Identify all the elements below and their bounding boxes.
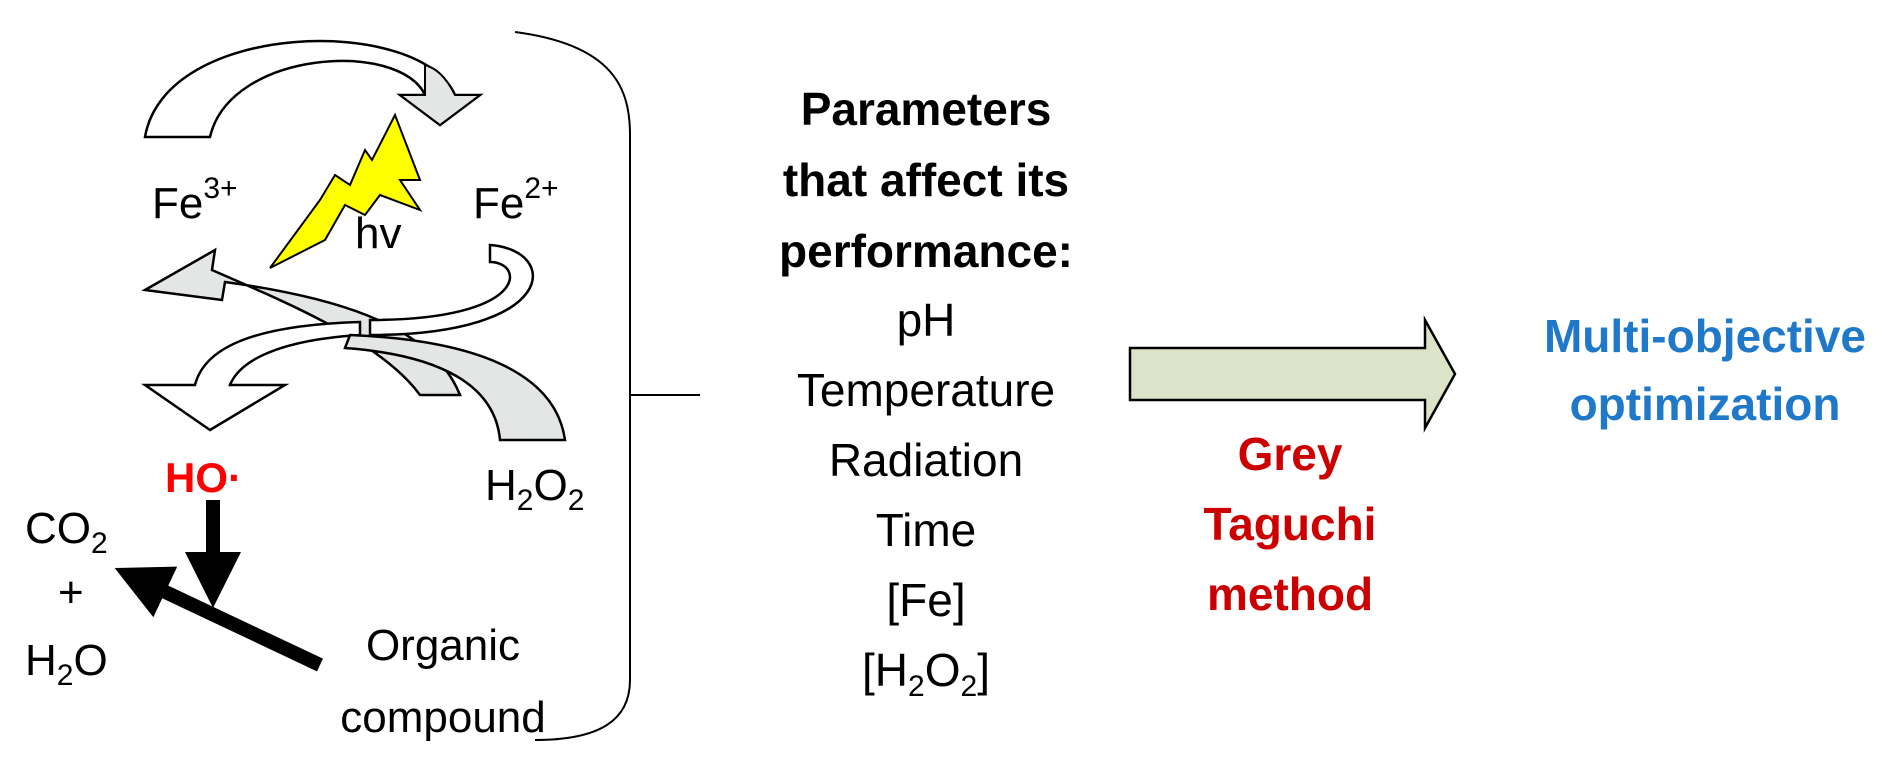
parameter-item: [Fe] — [886, 574, 965, 626]
parameter-item: Radiation — [829, 434, 1023, 486]
h2o-label: H2O — [25, 636, 108, 692]
light-label: hv — [355, 209, 401, 258]
hydroxyl-radical-label: HO· — [165, 454, 242, 501]
method-line2: Taguchi — [1204, 498, 1377, 550]
result-line1: Multi-objective — [1544, 310, 1866, 362]
parameters-heading-line2: that affect its — [783, 154, 1069, 206]
parameter-item-h2o2: [H2O2] — [862, 644, 990, 703]
result-line2: optimization — [1570, 378, 1841, 430]
fe2-curve-arrow — [368, 243, 535, 337]
parameters-heading-line3: performance: — [779, 225, 1073, 277]
h2o2-label: H2O2 — [485, 461, 584, 517]
parameter-item: Time — [876, 504, 977, 556]
plus-sign: + — [58, 568, 84, 617]
fe2-label: Fe2+ — [473, 172, 559, 228]
organic-label-line2: compound — [340, 693, 545, 742]
hydroxyl-formation-arrow — [140, 320, 362, 432]
co2-label: CO2 — [25, 504, 108, 560]
organic-to-products-arrow — [114, 566, 323, 672]
optimization-arrow — [1128, 315, 1457, 433]
fe3-label: Fe3+ — [152, 172, 238, 228]
lightning-bolt-icon — [269, 112, 423, 269]
parameter-item: pH — [897, 294, 956, 346]
method-line3: method — [1207, 568, 1373, 620]
parameters-heading-line1: Parameters — [801, 83, 1052, 135]
h2o2-consumption-arrow — [343, 333, 567, 442]
parameter-item: Temperature — [797, 364, 1055, 416]
organic-label-line1: Organic — [366, 621, 520, 670]
fe-reduction-arrow — [141, 247, 462, 397]
method-line1: Grey — [1238, 428, 1343, 480]
cycle-bracket — [514, 31, 631, 741]
upper-cycle-arrow-head — [397, 63, 483, 127]
